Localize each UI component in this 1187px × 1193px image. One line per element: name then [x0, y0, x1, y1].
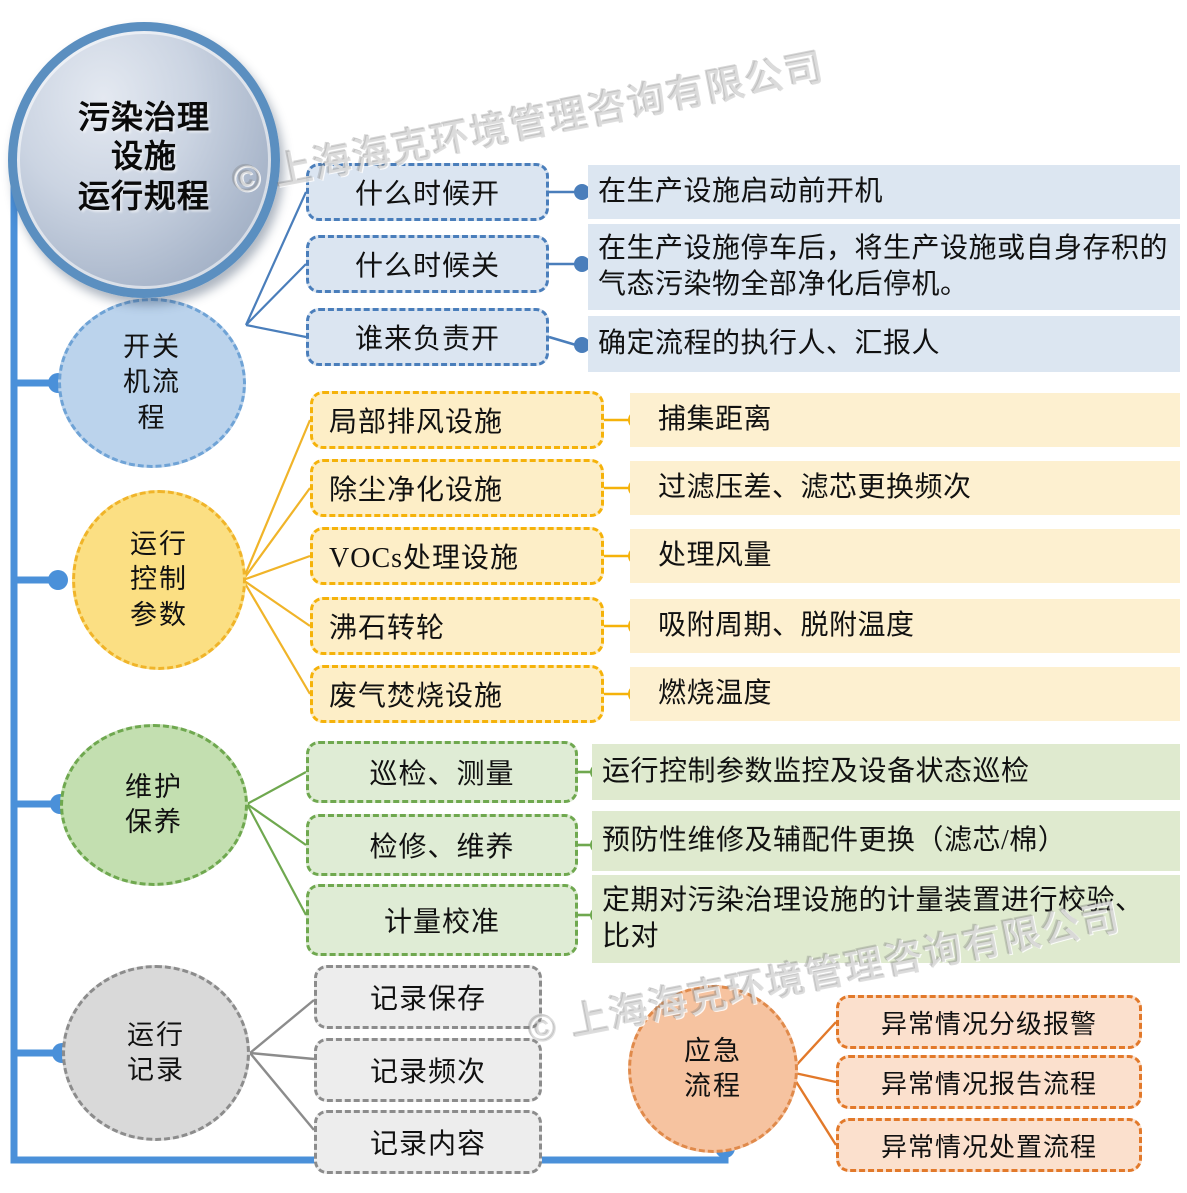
detail-panel-switch-1: 在生产设施停车后，将生产设施或自身存积的气态污染物全部净化后停机。 — [588, 224, 1180, 310]
sub-box-label: 废气焚烧设施 — [329, 681, 504, 712]
detail-panel-params-3: 吸附周期、脱附温度 — [630, 599, 1180, 653]
detail-panel-params-1: 过滤压差、滤芯更换频次 — [630, 461, 1180, 515]
sub-box-records-1[interactable]: 记录频次 — [314, 1038, 542, 1102]
sub-box-label: 沸石转轮 — [329, 613, 446, 644]
branch-circle-control-params[interactable]: 运行 控制 参数 — [72, 490, 246, 670]
detail-text: 吸附周期、脱附温度 — [658, 609, 915, 641]
sub-box-label: 什么时候关 — [354, 251, 500, 282]
branch-label: 运行 记录 — [127, 1019, 185, 1085]
sub-box-switch-2[interactable]: 谁来负责开 — [306, 308, 549, 366]
sub-box-params-2[interactable]: VOCs处理设施 — [310, 527, 604, 585]
detail-text: 捕集距离 — [658, 403, 773, 435]
branch-circle-maintenance[interactable]: 维护 保养 — [60, 724, 248, 886]
detail-text: 运行控制参数监控及设备状态巡检 — [602, 755, 1030, 787]
branch-circle-switch-flow[interactable]: 开关 机流 程 — [58, 298, 246, 468]
sub-box-switch-1[interactable]: 什么时候关 — [306, 235, 549, 293]
branch-label: 开关 机流 程 — [123, 332, 181, 433]
detail-text: 预防性维修及辅配件更换（滤芯/棉） — [602, 824, 1067, 856]
detail-panel-maint-1: 预防性维修及辅配件更换（滤芯/棉） — [592, 811, 1180, 871]
detail-panel-switch-2: 确定流程的执行人、汇报人 — [588, 316, 1180, 372]
sub-box-records-0[interactable]: 记录保存 — [314, 965, 542, 1029]
center-node[interactable]: 污染治理 设施 运行规程 — [8, 22, 280, 298]
sub-box-switch-0[interactable]: 什么时候开 — [306, 163, 549, 221]
sub-box-label: 检修、维养 — [369, 832, 515, 863]
detail-panel-params-2: 处理风量 — [630, 529, 1180, 583]
detail-panel-params-0: 捕集距离 — [630, 393, 1180, 447]
branch-label: 维护 保养 — [125, 771, 183, 837]
sub-box-params-1[interactable]: 除尘净化设施 — [310, 459, 604, 517]
sub-box-label: 记录频次 — [369, 1057, 486, 1088]
sub-box-label: 计量校准 — [383, 907, 500, 938]
detail-panel-maint-2: 定期对污染治理设施的计量装置进行校验、比对 — [592, 875, 1180, 963]
detail-panel-switch-0: 在生产设施启动前开机 — [588, 165, 1180, 219]
sub-box-maint-2[interactable]: 计量校准 — [306, 884, 578, 956]
branch-circle-operation-records[interactable]: 运行 记录 — [62, 965, 250, 1141]
sub-box-params-4[interactable]: 废气焚烧设施 — [310, 665, 604, 723]
page-title: 污染治理 设施 运行规程 — [77, 99, 210, 214]
detail-text: 确定流程的执行人、汇报人 — [598, 327, 941, 359]
detail-text: 定期对污染治理设施的计量装置进行校验、比对 — [602, 884, 1144, 952]
sub-box-label: 局部排风设施 — [329, 407, 504, 438]
sub-box-label: 记录内容 — [369, 1129, 486, 1160]
sub-box-label: 除尘净化设施 — [329, 475, 504, 506]
branch-circle-emergency-flow[interactable]: 应急 流程 — [628, 985, 798, 1153]
sub-box-label: 巡检、测量 — [369, 759, 515, 790]
sub-box-records-2[interactable]: 记录内容 — [314, 1110, 542, 1174]
sub-box-params-0[interactable]: 局部排风设施 — [310, 391, 604, 449]
sub-box-maint-0[interactable]: 巡检、测量 — [306, 741, 578, 803]
detail-text: 过滤压差、滤芯更换频次 — [658, 471, 972, 503]
detail-panel-params-4: 燃烧温度 — [630, 667, 1180, 721]
detail-text: 在生产设施停车后，将生产设施或自身存积的气态污染物全部净化后停机。 — [598, 232, 1169, 300]
sub-box-emergency-1[interactable]: 异常情况报告流程 — [836, 1055, 1142, 1109]
sub-box-label: 记录保存 — [369, 984, 486, 1015]
detail-text: 在生产设施启动前开机 — [598, 175, 884, 207]
sub-box-maint-1[interactable]: 检修、维养 — [306, 814, 578, 876]
sub-box-label: 异常情况分级报警 — [880, 1009, 1097, 1039]
detail-panel-maint-0: 运行控制参数监控及设备状态巡检 — [592, 744, 1180, 800]
sub-box-label: 异常情况处置流程 — [880, 1132, 1097, 1162]
sub-box-label: 异常情况报告流程 — [880, 1069, 1097, 1099]
detail-text: 处理风量 — [658, 539, 773, 571]
branch-label: 应急 流程 — [684, 1035, 742, 1101]
sub-box-label: VOCs处理设施 — [329, 543, 520, 574]
sub-box-label: 什么时候开 — [354, 179, 500, 210]
sub-box-label: 谁来负责开 — [354, 324, 500, 355]
detail-text: 燃烧温度 — [658, 677, 773, 709]
sub-box-emergency-2[interactable]: 异常情况处置流程 — [836, 1118, 1142, 1172]
sub-box-emergency-0[interactable]: 异常情况分级报警 — [836, 995, 1142, 1049]
branch-label: 运行 控制 参数 — [130, 529, 188, 630]
sub-box-params-3[interactable]: 沸石转轮 — [310, 597, 604, 655]
